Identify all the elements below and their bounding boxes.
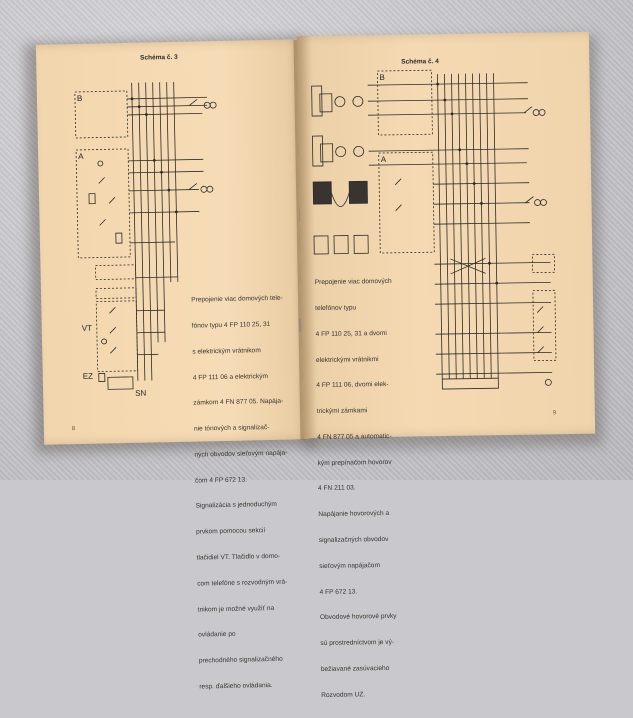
left-page: Schéma č. 3	[36, 39, 309, 444]
right-page: Schéma č. 4	[297, 32, 595, 439]
left-box-a-label: A	[78, 152, 84, 161]
right-box-b-label: B	[379, 73, 384, 82]
left-page-number: 8	[72, 426, 75, 432]
right-box-a-label: A	[381, 155, 386, 164]
left-sn-label: SN	[135, 389, 146, 398]
right-page-number: 9	[553, 410, 556, 416]
left-ez-label: EZ	[83, 372, 93, 381]
right-page-body-text: Prepojenie viac domových telefónov typu …	[314, 261, 398, 718]
left-page-body-text: Prepojenie viac domových tele- fónov typ…	[191, 278, 293, 710]
left-vt-label: VT	[82, 324, 92, 333]
left-box-b-label: B	[77, 94, 83, 103]
